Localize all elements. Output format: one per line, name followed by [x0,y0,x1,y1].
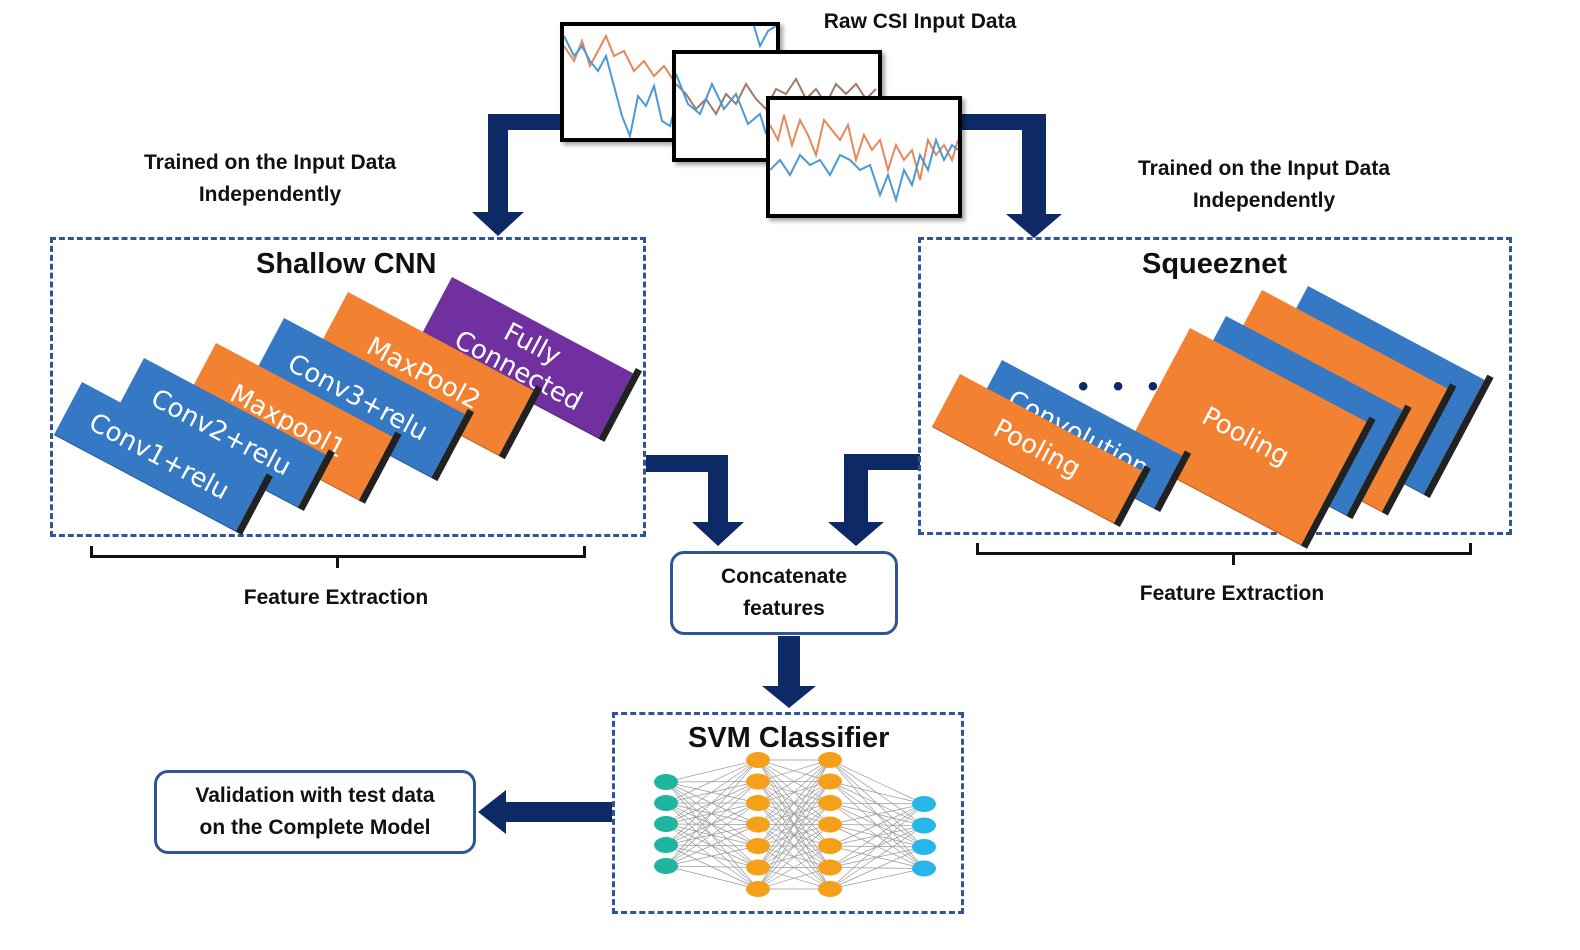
nn-node [654,816,678,832]
nn-node [818,816,842,833]
nn-connection [665,824,759,867]
raw-input-label: Raw CSI Input Data [823,10,1017,33]
shallow-cnn-panel [50,237,646,537]
right-trained-label-2: Independently [1192,189,1336,212]
left-bracket-tick [336,558,339,568]
nn-node [654,795,678,811]
nn-connection [665,759,759,846]
nn-connection [665,781,759,867]
ellipsis-dots: • • • [1078,370,1167,403]
nn-connection [829,803,925,847]
concatenate-features-box: Concatenate features [670,551,898,635]
nn-connection [829,868,925,890]
right-trained-label-1: Trained on the Input Data [1137,157,1390,180]
arrow-concat-to-svm [762,636,816,708]
nn-node [746,773,770,790]
nn-node [912,817,936,834]
nn-node [746,816,770,833]
nn-connection [829,759,925,805]
nn-connection [665,759,759,804]
nn-connection [829,802,925,805]
nn-connection [757,759,831,868]
squeeznet-title: Squeeznet [1142,248,1288,280]
nn-connection [757,781,831,890]
nn-connection [665,759,759,783]
squeeznet-panel [918,237,1512,535]
left-feature-bracket [90,546,586,558]
svm-panel [612,712,964,914]
right-feature-bracket [976,543,1472,555]
nn-connection [757,759,831,847]
csi-plot-2-lines [676,73,877,135]
nn-connection [757,802,831,890]
arrow-squeeznet-to-concat [828,454,920,546]
left-feature-label: Feature Extraction [243,586,429,609]
nn-connection [829,803,925,868]
arrow-svm-to-validation [478,790,612,834]
nn-node [746,838,770,854]
nn-connection [757,759,831,825]
nn-node [746,881,770,897]
right-feature-label: Feature Extraction [1139,582,1325,605]
nn-node [912,839,936,855]
arrow-to-shallow-cnn [472,114,570,236]
nn-connection [757,867,831,890]
nn-connection [665,802,759,867]
nn-node [818,881,842,897]
nn-connection [757,824,831,890]
csi-plot-1-lines [564,26,776,138]
right-bracket-tick [1232,555,1235,565]
nn-connection [665,845,759,867]
nn-node [818,773,842,790]
nn-node [654,837,678,853]
csi-plot-3 [766,96,962,218]
nn-node [654,774,678,790]
validation-line-1: Validation with test data [195,784,435,807]
nn-connection [665,759,759,867]
svm-title: SVM Classifier [688,722,890,754]
nn-node [818,752,842,768]
left-trained-label-1: Trained on the Input Data [143,151,396,174]
nn-connection [757,845,831,890]
nn-connection [829,846,925,890]
csi-plot-3-lines [770,114,958,204]
concat-line-2: features [743,597,825,620]
nn-connection [757,759,831,804]
concat-line-1: Concatenate [720,565,848,588]
validation-line-2: on the Complete Model [199,816,431,839]
validation-box: Validation with test data on the Complet… [154,770,476,854]
nn-node [818,859,842,876]
nn-connection [829,803,925,825]
nn-connection [665,865,759,868]
nn-node [912,860,936,877]
nn-connection [665,759,759,825]
nn-connection [829,825,925,890]
nn-node [746,752,770,768]
nn-connection [665,865,759,890]
left-trained-label-2: Independently [198,183,342,206]
arrow-cnn-to-concat [646,455,744,546]
svm-network-diagram [654,752,936,897]
nn-node [912,796,936,812]
nn-node [746,795,770,811]
nn-node [746,859,770,876]
nn-node [818,838,842,854]
nn-node [654,858,678,874]
nn-connection [829,803,925,890]
nn-node [818,795,842,811]
nn-connection [757,759,831,782]
arrow-to-squeeznet [962,114,1062,238]
shallow-cnn-title: Shallow CNN [256,248,437,280]
nn-connection [829,781,925,805]
